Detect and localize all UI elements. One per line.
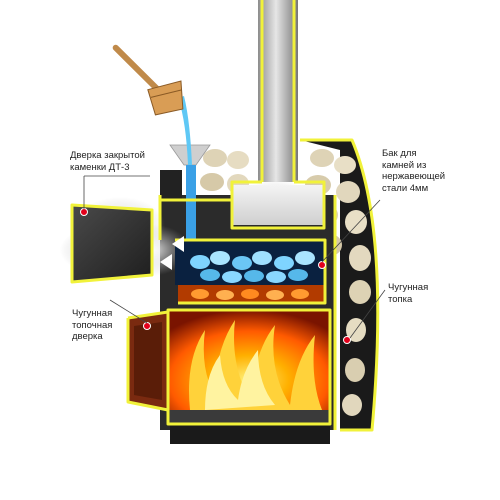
leader-lines (83, 175, 386, 339)
marker-firebox-door (143, 322, 151, 330)
marker-tank (318, 261, 326, 269)
ash-pan (168, 410, 330, 424)
flames (189, 320, 322, 410)
label-firebox-door: Чугунная топочная дверка (72, 308, 113, 342)
label-firebox: Чугунная топка (388, 282, 429, 305)
chimney-pipe (258, 0, 298, 182)
section-outline (70, 0, 380, 432)
water-channel (186, 165, 196, 240)
marker-heater-door (80, 208, 88, 216)
steam-arrows (160, 236, 184, 270)
heater-door (72, 205, 152, 282)
label-water-tank: Бак для камней из нержавеющей стали 4мм (382, 148, 446, 194)
ladle (112, 44, 184, 116)
label-heater-door: Дверка закрытой каменки ДТ-3 (70, 150, 145, 173)
hot-stones (190, 251, 315, 283)
steel-tank (232, 185, 324, 225)
heat-stones (191, 289, 309, 300)
callout-markers (80, 208, 351, 344)
door-hinge-block (160, 170, 182, 200)
marker-firebox (343, 336, 351, 344)
water-stream (178, 96, 192, 165)
stove-feet (170, 424, 330, 444)
